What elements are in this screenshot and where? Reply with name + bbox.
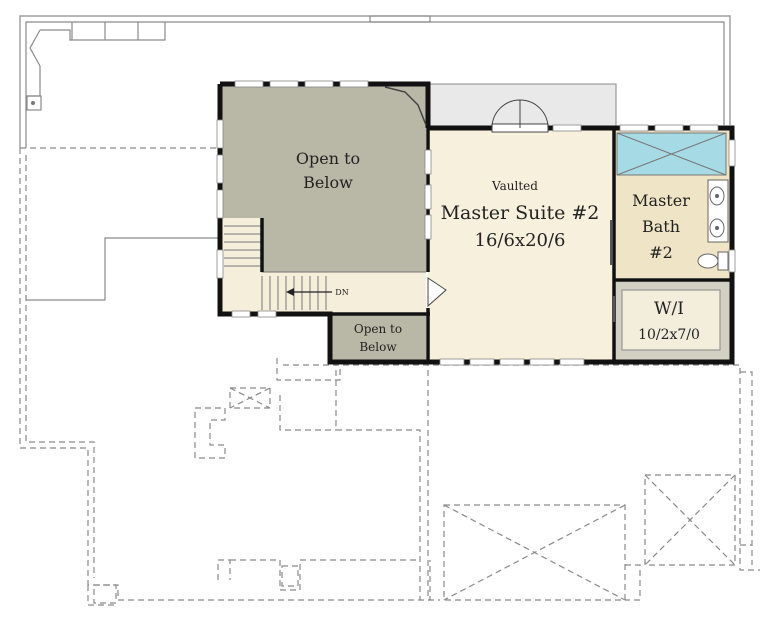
small-open-to-below-fill	[332, 314, 426, 360]
walk-in-label: W/I 10/2x7/0	[638, 299, 700, 343]
master-suite-fill	[428, 130, 612, 360]
bay-window	[384, 86, 427, 126]
master-bath-line1: Master	[632, 191, 690, 210]
deck-doors	[491, 99, 549, 133]
master-suite-label: Vaulted Master Suite #2 16/6x20/6	[441, 179, 600, 251]
walk-in-size: 10/2x7/0	[638, 327, 700, 343]
master-bath-label: Master Bath #2	[632, 191, 690, 262]
master-bath-line2: Bath	[642, 217, 680, 236]
lower-floor-outline	[19, 15, 731, 301]
shower-x	[616, 132, 727, 176]
stair-arrow	[286, 288, 332, 296]
room-fills	[222, 86, 730, 360]
bath-fixtures	[697, 179, 729, 271]
open-to-below-small-line1: Open to	[354, 322, 402, 336]
master-bath-line3: #2	[649, 243, 673, 262]
open-to-below-small-label: Open to Below	[354, 322, 402, 354]
stair-fill	[222, 218, 262, 312]
walk-in-name: W/I	[654, 299, 684, 319]
open-to-below-small-line2: Below	[359, 340, 397, 354]
open-to-below-line2: Below	[303, 173, 353, 192]
master-suite-note: Vaulted	[491, 179, 538, 193]
master-suite-size: 16/6x20/6	[475, 230, 566, 251]
stair-dn-label: DN	[335, 288, 348, 297]
open-to-below-line1: Open to	[296, 149, 360, 168]
walk-in-inner	[621, 289, 721, 351]
windows	[216, 80, 736, 366]
open-to-below-main-label: Open to Below	[296, 149, 360, 192]
deck-area	[427, 83, 617, 129]
master-suite-name: Master Suite #2	[441, 202, 600, 224]
toilet-icon	[697, 253, 719, 269]
suite-entry-door	[427, 277, 447, 308]
lower-floor-dashed-outline	[19, 147, 760, 606]
